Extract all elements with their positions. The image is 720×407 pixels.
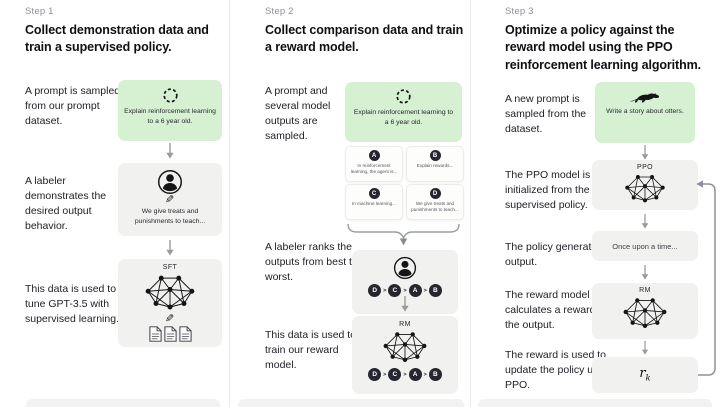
down-arrow-icon bbox=[640, 265, 650, 280]
rank-badge: C bbox=[388, 284, 402, 297]
step1-labeler-card: ✎ We give treats and punishments to teac… bbox=[118, 163, 222, 236]
ppo-model-label: PPO bbox=[637, 164, 653, 171]
step3-rm-card: RM bbox=[592, 283, 698, 339]
step3-output-text: Once upon a time... bbox=[612, 241, 678, 251]
labeler-icon bbox=[157, 169, 183, 195]
otter-icon bbox=[629, 90, 661, 104]
step1-demo-text: We give treats and punishments to teach.… bbox=[134, 208, 206, 225]
rank-badge: D bbox=[368, 284, 382, 297]
output-text: Explain rewards... bbox=[416, 163, 454, 168]
cutoff-card bbox=[26, 399, 220, 407]
down-arrow-icon bbox=[640, 145, 650, 160]
step1-prompt-card: Explain reinforcement learning to a 6 ye… bbox=[118, 80, 222, 141]
step3-caption-update: The reward is used to update the policy … bbox=[505, 349, 613, 391]
output-card-a: A In reinforcement learning, the agent i… bbox=[345, 146, 403, 182]
step2-prompt-card: Explain reinforcement learning to a 6 ye… bbox=[345, 82, 462, 142]
rank-badge: A bbox=[408, 368, 422, 381]
cutoff-card bbox=[238, 399, 464, 407]
output-badge: C bbox=[368, 188, 380, 199]
step1-heading: Collect demonstration data and train a s… bbox=[25, 23, 209, 55]
down-arrow-icon bbox=[640, 341, 650, 355]
step2-label: Step 2 bbox=[265, 6, 294, 17]
reward-value: rk bbox=[639, 366, 651, 384]
neural-network-icon bbox=[621, 172, 669, 206]
sample-prompt-icon bbox=[395, 88, 412, 105]
step2-prompt-text: Explain reinforcement learning to a 6 ye… bbox=[353, 109, 454, 126]
step3-prompt-text: Write a story about otters. bbox=[606, 108, 684, 115]
output-badge: A bbox=[368, 150, 380, 161]
rank-separator: > bbox=[423, 287, 427, 294]
step1-caption-prompt: A prompt is sampled from our prompt data… bbox=[25, 85, 121, 127]
rank-badge: B bbox=[428, 284, 442, 297]
output-badge: B bbox=[429, 150, 441, 161]
step3-reward-card: rk bbox=[592, 357, 698, 393]
output-text: In machine learning... bbox=[352, 201, 396, 206]
step1-caption-sft: This data is used to fine-tune GPT-3.5 w… bbox=[25, 283, 140, 325]
labeler-icon bbox=[393, 256, 417, 280]
documents-icon bbox=[149, 326, 192, 342]
step3-label: Step 3 bbox=[505, 6, 534, 17]
rank-separator: > bbox=[423, 371, 427, 378]
neural-network-icon bbox=[380, 329, 430, 366]
step3-output-card: Once upon a time... bbox=[592, 231, 698, 261]
sft-model-label: SFT bbox=[162, 264, 178, 271]
rm-model-label: RM bbox=[639, 287, 651, 294]
rank-separator: > bbox=[403, 371, 407, 378]
rank-badge: D bbox=[368, 368, 382, 381]
ranking-row: D > C > A > B bbox=[368, 284, 442, 297]
step2-heading: Collect comparison data and train a rewa… bbox=[265, 23, 464, 55]
ranking-row: D > C > A > B bbox=[368, 368, 442, 381]
output-badge: D bbox=[429, 188, 441, 199]
column-divider bbox=[470, 0, 471, 407]
neural-network-icon bbox=[142, 272, 198, 314]
step2-caption-rm: This data is used to train our reward mo… bbox=[265, 329, 357, 371]
neural-network-icon bbox=[620, 295, 670, 332]
step1-prompt-text: Explain reinforcement learning to a 6 ye… bbox=[124, 108, 216, 125]
step1-label: Step 1 bbox=[25, 6, 54, 17]
down-arrow-icon bbox=[640, 214, 650, 229]
step2-rm-card: RM D > C > A > B bbox=[352, 316, 458, 394]
output-card-d: D We give treats and punishments to teac… bbox=[406, 184, 464, 220]
rank-badge: C bbox=[388, 368, 402, 381]
down-arrow-icon bbox=[165, 143, 175, 159]
down-arrow-icon bbox=[165, 240, 175, 256]
step3-caption-reward: The reward model calculates a reward for… bbox=[505, 289, 611, 331]
sample-prompt-icon bbox=[162, 87, 179, 104]
step1-caption-labeler: A labeler demonstrates the desired outpu… bbox=[25, 175, 107, 232]
step3-caption-output: The policy generates an output. bbox=[505, 241, 618, 268]
step3-caption-prompt: A new prompt is sampled from the dataset… bbox=[505, 93, 587, 135]
rank-badge: A bbox=[408, 284, 422, 297]
step2-caption-rank: A labeler ranks the outputs from best to… bbox=[265, 241, 358, 283]
feedback-loop-arrow bbox=[696, 180, 716, 376]
pencil-icon: ✎ bbox=[165, 194, 175, 206]
output-text: In reinforcement learning, the agent is.… bbox=[350, 163, 398, 174]
rank-separator: > bbox=[403, 287, 407, 294]
step3-caption-ppo: The PPO model is initialized from the su… bbox=[505, 169, 591, 211]
step1-sft-card: SFT ✎ bbox=[118, 259, 222, 347]
rm-model-label: RM bbox=[399, 321, 411, 328]
output-text: We give treats and punishments to teach.… bbox=[411, 201, 459, 212]
brace-icon bbox=[347, 223, 460, 246]
rank-separator: > bbox=[383, 371, 387, 378]
step3-prompt-card: Write a story about otters. bbox=[595, 82, 695, 143]
rank-separator: > bbox=[383, 287, 387, 294]
rank-badge: B bbox=[428, 368, 442, 381]
step2-caption-prompt: A prompt and several model outputs are s… bbox=[265, 85, 331, 142]
cutoff-card bbox=[478, 399, 712, 407]
step3-ppo-card: PPO bbox=[592, 160, 698, 210]
output-card-b: B Explain rewards... bbox=[406, 146, 464, 182]
step3-heading: Optimize a policy against the reward mod… bbox=[505, 23, 702, 72]
down-arrow-icon bbox=[400, 296, 410, 312]
column-divider bbox=[229, 0, 230, 407]
output-card-c: C In machine learning... bbox=[345, 184, 403, 220]
pencil-icon: ✎ bbox=[165, 313, 175, 325]
